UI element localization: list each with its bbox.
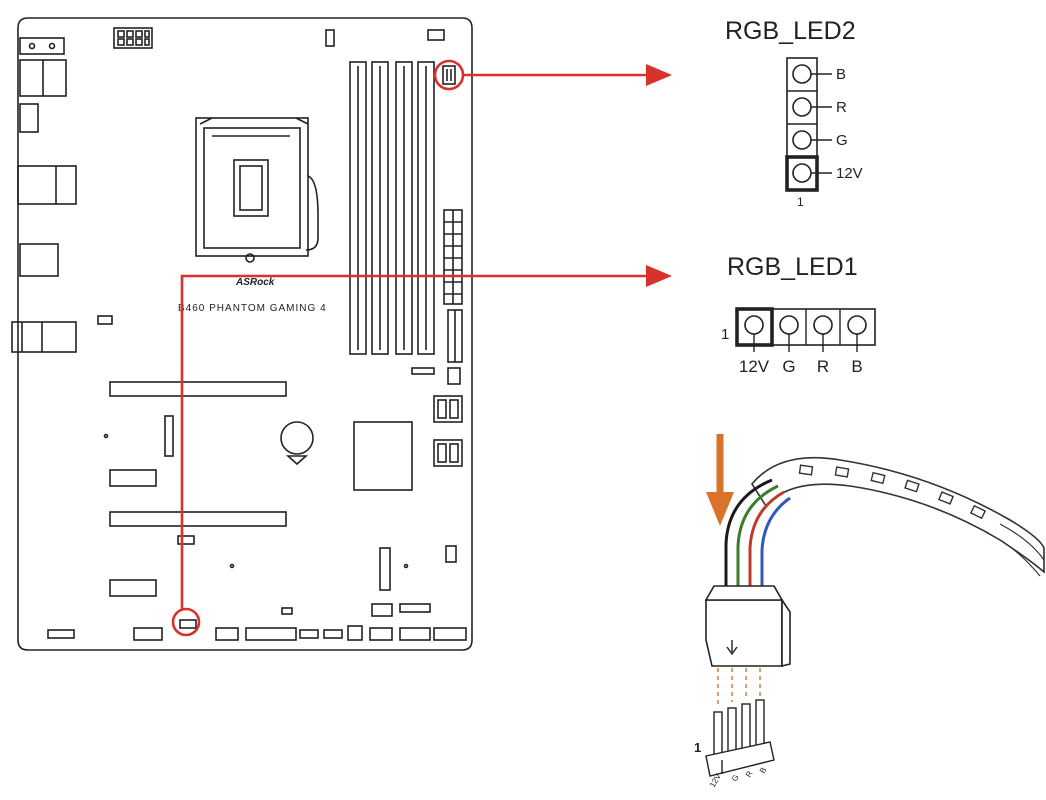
m2-slot-a: [164, 415, 174, 457]
led2-pin-one-marker: 1: [797, 195, 804, 209]
small-header-a: [411, 367, 435, 375]
rgb-led2-pinout: RGB_LED2 B R G 12V 1: [725, 17, 863, 209]
led2-pin-circle: [792, 130, 812, 150]
strip-pin-label: R: [744, 769, 755, 779]
alignment-guides: [717, 668, 761, 706]
strip-pin-label: G: [730, 773, 741, 783]
cmos-battery: [280, 421, 314, 455]
board-model-label: B460 PHANTOM GAMING 4: [178, 303, 327, 314]
rgb-led1-pinout: RGB_LED1 1 12V G R B: [721, 253, 876, 376]
led1-arrow-icon: [646, 265, 672, 287]
callout-lines: [171, 59, 672, 637]
board-outline: [17, 17, 473, 651]
strip-connector: [704, 585, 791, 668]
m2-slot-b: [379, 547, 391, 591]
led2-arrow-icon: [646, 64, 672, 86]
led2-pin-circle: [792, 163, 812, 183]
led-strip-ribbon: [751, 457, 1045, 574]
strip-header-pins: [705, 699, 775, 777]
small-header-b: [447, 367, 461, 385]
sata-ports: [433, 395, 463, 467]
led2-pin-circle: [792, 64, 812, 84]
rgb-led2-title: RGB_LED2: [725, 17, 856, 45]
led1-pin-label: 12V: [739, 357, 770, 376]
strip-wires: [724, 478, 791, 596]
dimm-slots: [349, 61, 435, 355]
chipset: [353, 421, 413, 491]
led2-pin-circle: [792, 97, 812, 117]
board-rgb-led2-header: [442, 65, 456, 85]
led1-pin-circle: [744, 315, 764, 335]
strip-pin-one-marker: 1: [694, 740, 701, 755]
bottom-headers: [47, 603, 467, 641]
led1-pin-circle: [813, 315, 833, 335]
pcie-slots: [109, 381, 287, 597]
top-fan-header: [325, 29, 335, 47]
led1-pin-one-marker: 1: [721, 326, 729, 343]
led2-pin-label: R: [836, 99, 847, 116]
rgb-led1-title: RGB_LED1: [727, 253, 858, 281]
led1-pin-circle: [779, 315, 799, 335]
press-arrow-icon: [706, 492, 734, 526]
fan-header-left: [97, 315, 113, 325]
led2-pin-label: G: [836, 132, 848, 149]
led1-pin-label: G: [782, 357, 795, 376]
led2-highlight-circle: [433, 59, 465, 91]
cpu-socket: [195, 117, 319, 263]
led1-pin-circle: [847, 315, 867, 335]
small-header-c: [177, 535, 195, 545]
led-strip-illustration: 1 12V G R B: [694, 434, 1045, 789]
rear-io: [11, 37, 77, 353]
led-chips: [798, 464, 987, 520]
cpu-power-header: [113, 27, 153, 49]
led1-pin-label: R: [817, 357, 829, 376]
strip-pin-label: B: [758, 766, 768, 775]
led1-pin-label: B: [851, 357, 862, 376]
led2-pin-label: B: [836, 66, 846, 83]
led2-pin-label: 12V: [836, 165, 863, 182]
top-small-header: [427, 29, 445, 41]
board-brand-logo: ASRock: [235, 277, 275, 288]
small-header-d: [445, 545, 457, 563]
connector-down-arrow-icon: [726, 640, 738, 656]
motherboard: ASRock B460 PHANTOM GAMING 4: [11, 17, 473, 651]
led1-callout-line: [180, 274, 650, 609]
led1-highlight-circle: [171, 607, 201, 637]
atx-power-header: [443, 209, 463, 305]
